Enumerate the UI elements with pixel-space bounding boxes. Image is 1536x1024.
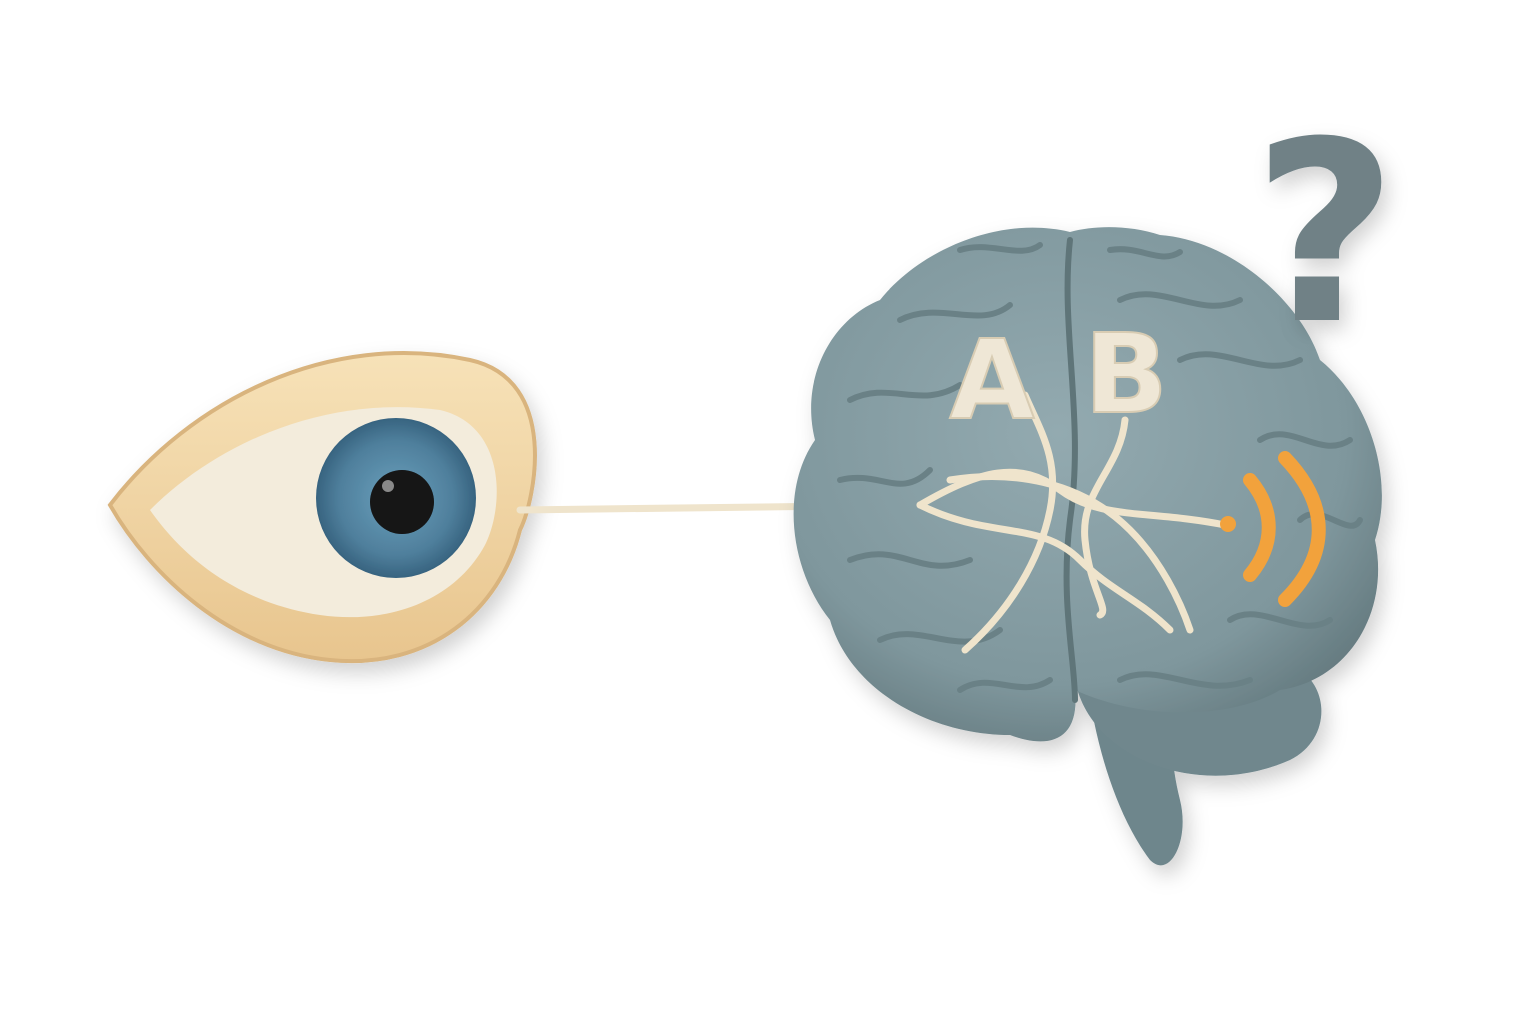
brain-midline (1063, 237, 1078, 703)
letter-b: B (1084, 310, 1168, 438)
signal-waves-icon (1243, 451, 1326, 607)
cerebrum (793, 227, 1382, 742)
brain-icon (793, 227, 1382, 866)
letter-a: A (949, 316, 1034, 444)
question-mark-icon: ? (1252, 88, 1397, 379)
neural-pathways (916, 391, 1229, 654)
eye-icon (107, 351, 537, 664)
brain-folds (837, 242, 1363, 693)
pathway-endpoint-dot (1220, 516, 1236, 532)
pupil (370, 470, 434, 534)
pupil-highlight (382, 480, 394, 492)
